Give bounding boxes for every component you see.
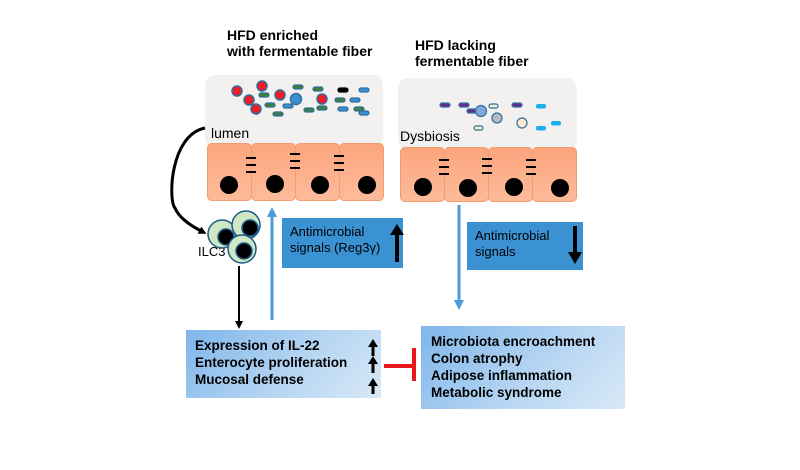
up-arrow-icon [368,356,378,373]
bacteria-round [474,104,488,118]
left-title-line1: HFD enriched [227,27,319,43]
bacteria-round [516,117,528,129]
bacteria-round [289,92,303,106]
right-lumen [398,78,577,150]
right-signal-line1: Antimicrobial [475,228,550,243]
right-bacteria [439,102,561,131]
left-panel-title: HFD enriched with fermentable fiber [227,27,372,59]
left-title-line2: with fermentable fiber [227,43,373,59]
bacteria-round [231,80,328,115]
right-title-line1: HFD lacking [415,37,496,53]
ilc3-cell-cluster [207,210,261,264]
lumen-to-ilc3-arrow [170,126,207,234]
outcome-item: Expression of IL-22 [195,338,320,353]
left-bacteria [231,80,370,117]
left-nuclei [220,175,376,194]
right-signal-line2: signals [475,244,516,259]
right-title-line2: fermentable fiber [415,53,529,69]
bacteria-round [491,112,503,124]
outcome-item: Mucosal defense [195,372,304,387]
right-nuclei [414,178,569,197]
right-outcome-box: Microbiota encroachment Colon atrophy Ad… [421,326,625,409]
down-arrow-icon [568,226,582,264]
left-outcome-box: Expression of IL-22 Enterocyte prolifera… [186,330,381,398]
left-signal-line1: Antimicrobial [290,224,365,239]
right-signal-box: Antimicrobial signals [467,222,583,270]
outcome-item: Metabolic syndrome [431,385,562,400]
inhibition-symbol [384,348,416,381]
left-signal-line2: signals (Reg3γ) [290,240,381,255]
left-tight-junctions [246,153,344,173]
up-arrow-icon [368,378,378,394]
dysbiosis-label: Dysbiosis [400,128,460,144]
right-panel-title: HFD lacking fermentable fiber [415,37,529,69]
lumen-label: lumen [211,125,250,141]
outcome-item: Microbiota encroachment [431,334,596,349]
outcome-item: Adipose inflammation [431,368,573,383]
left-signal-box: Antimicrobial signals (Reg3γ) [282,218,403,268]
up-arrow-icon [390,224,404,262]
outcome-item: Colon atrophy [431,351,523,366]
outcome-item: Enterocyte proliferation [195,355,348,370]
right-tight-junctions [439,158,536,175]
up-arrow-icon [368,339,378,356]
bacteria-rods [258,84,370,117]
